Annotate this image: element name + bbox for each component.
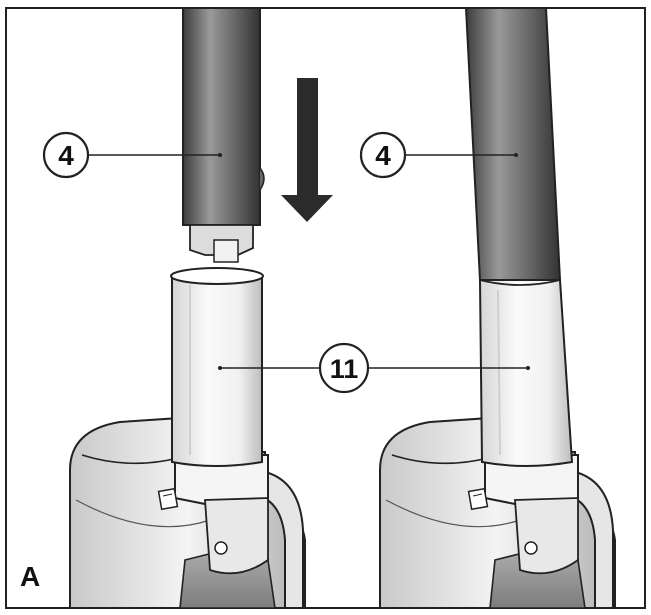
body-square-mark-right <box>472 493 483 497</box>
leader-dot-socket-right <box>526 366 530 370</box>
body-square-left <box>157 487 179 511</box>
right-assembly <box>379 7 616 609</box>
callout-label-socket: 11 <box>330 354 359 384</box>
socket-highlight-right <box>497 289 501 456</box>
body-screw-right <box>524 541 538 555</box>
callout-label-tube-left: 4 <box>58 140 74 171</box>
leader-dot-socket-left <box>218 366 222 370</box>
body-curve-right <box>385 499 521 528</box>
callout-circle-tube-right <box>359 131 407 179</box>
callout-label-tube-right: 4 <box>375 140 391 171</box>
socket-opening-left <box>170 267 264 285</box>
tube-button-left <box>259 167 265 191</box>
socket-tube-left <box>171 277 263 467</box>
tube-left <box>182 7 261 226</box>
leader-dot-tube-left <box>218 153 222 157</box>
callout-circle-tube-left <box>42 131 90 179</box>
callout-circle-socket <box>318 342 370 394</box>
body-rim-right <box>391 454 489 465</box>
body-square-right <box>467 487 489 511</box>
body-curve-left <box>75 499 211 528</box>
body-rim-left <box>81 454 179 465</box>
neck-front-left <box>204 497 269 575</box>
body-screw-left <box>214 541 228 555</box>
leader-dot-tube-right <box>514 153 518 157</box>
tube-right <box>464 7 562 281</box>
body-square-mark-left <box>162 493 173 497</box>
socket-tube-right <box>478 279 574 467</box>
tube-joint-right <box>479 279 561 286</box>
tube-latch-left <box>213 239 239 263</box>
arrow-down-icon <box>281 78 333 222</box>
panel-label: A <box>20 561 40 592</box>
neck-front-right <box>514 497 579 575</box>
left-assembly <box>69 7 306 609</box>
